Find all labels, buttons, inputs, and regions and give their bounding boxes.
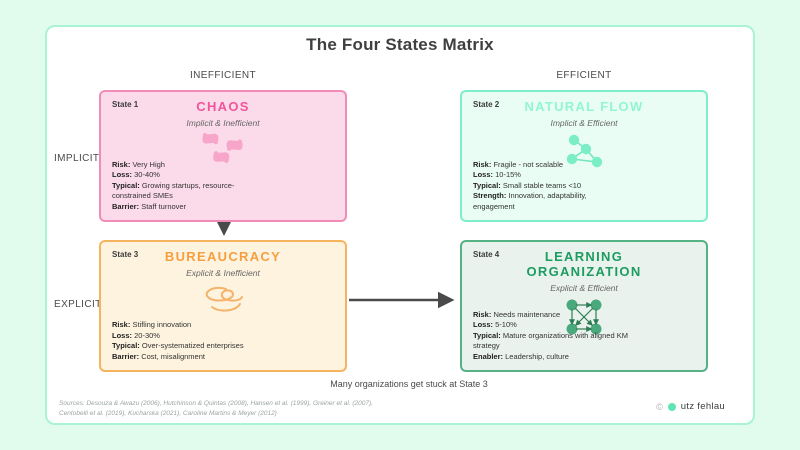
state-2-stats: Risk: Fragile - not scalable Loss: 10-15… bbox=[473, 160, 628, 213]
stat-label: Enabler: bbox=[473, 351, 504, 361]
brand-logo: © utz fehlau bbox=[656, 401, 725, 412]
stat-value: Staff turnover bbox=[141, 201, 187, 211]
state-2-label: State 2 bbox=[473, 100, 500, 109]
stuck-note: Many organizations get stuck at State 3 bbox=[330, 379, 488, 389]
stat-label: Loss: bbox=[112, 170, 133, 179]
stat-line: Barrier: Staff turnover bbox=[112, 202, 267, 213]
stat-line: Loss: 20-30% bbox=[112, 331, 244, 342]
page-title: The Four States Matrix bbox=[306, 35, 494, 54]
stat-line: Typical: Over-systematized enterprises bbox=[112, 341, 244, 352]
sources-line-1: Sources: Desouza & Awazu (2006), Hutchin… bbox=[59, 400, 373, 407]
stat-label: Typical: bbox=[112, 341, 140, 350]
stat-label: Typical: bbox=[473, 180, 501, 190]
stat-value: Stifling innovation bbox=[132, 320, 192, 329]
stat-label: Barrier: bbox=[112, 201, 140, 211]
chaos-blobs-icon bbox=[101, 132, 345, 171]
state-3-stats: Risk: Stifling innovation Loss: 20-30% T… bbox=[112, 320, 244, 362]
state-2-title: NATURAL FLOW bbox=[524, 99, 644, 114]
state-4-subtitle: Explicit & Efficient bbox=[550, 282, 618, 293]
stat-line: Loss: 30-40% bbox=[112, 170, 267, 181]
sources-text: Sources: Desouza & Awazu (2006), Hutchin… bbox=[59, 399, 373, 419]
stat-value: Fragile - not scalable bbox=[493, 159, 564, 169]
connected-square-icon bbox=[462, 297, 706, 342]
state-3-title: BUREAUCRACY bbox=[164, 249, 282, 264]
stat-value: 30-40% bbox=[134, 170, 160, 179]
axis-label-inefficient: INEFFICIENT bbox=[189, 70, 257, 81]
axis-label-implicit: IMPLICIT bbox=[54, 153, 100, 164]
stat-line: Risk: Needs maintenance bbox=[473, 310, 628, 321]
sources-line-2: Centobelli et al. (2019), Kucharska (202… bbox=[59, 410, 277, 418]
state-4-label: State 4 bbox=[473, 250, 500, 259]
stat-line: Loss: 5-10% bbox=[473, 320, 628, 331]
stat-value: 20-30% bbox=[134, 330, 160, 340]
stat-label: Loss: bbox=[473, 320, 494, 329]
stat-line: Risk: Fragile - not scalable bbox=[473, 160, 628, 171]
stat-label: Typical: bbox=[473, 330, 501, 340]
stat-value: 10-15% bbox=[495, 170, 521, 179]
copyright-icon: © bbox=[656, 401, 663, 412]
stat-value: Very High bbox=[132, 159, 165, 169]
state-4-stats: Risk: Needs maintenance Loss: 5-10% Typi… bbox=[473, 310, 628, 363]
state-1-label: State 1 bbox=[112, 100, 139, 109]
stat-label: Risk: bbox=[112, 159, 131, 169]
stat-line: Strength: Innovation, adaptability, enga… bbox=[473, 191, 628, 212]
state-2-card: State 2 NATURAL FLOW Implicit & Efficien… bbox=[460, 90, 708, 222]
stat-value: Leadership, culture bbox=[505, 351, 569, 361]
stat-value: Needs maintenance bbox=[493, 309, 561, 319]
brand-dot-icon bbox=[667, 402, 676, 411]
stat-line: Loss: 10-15% bbox=[473, 170, 628, 181]
network-nodes-icon bbox=[462, 132, 706, 175]
axis-label-efficient: EFFICIENT bbox=[556, 70, 612, 81]
stat-label: Loss: bbox=[112, 330, 133, 340]
state-1-stats: Risk: Very High Loss: 30-40% Typical: Gr… bbox=[112, 160, 267, 213]
stat-line: Typical: Small stable teams <10 bbox=[473, 181, 628, 192]
state-1-subtitle: Implicit & Inefficient bbox=[186, 117, 260, 128]
stat-value: 5-10% bbox=[495, 320, 517, 329]
state-1-title: CHAOS bbox=[196, 99, 250, 114]
stat-value: Innovation, adaptability, engagement bbox=[473, 191, 587, 211]
axis-label-explicit: EXPLICIT bbox=[54, 299, 102, 310]
state-3-label: State 3 bbox=[112, 250, 139, 259]
stat-value: Mature organizations with aligned KM str… bbox=[473, 330, 628, 351]
stat-label: Risk: bbox=[112, 320, 131, 329]
state-4-card: State 4 LEARNING ORGANIZATION Explicit &… bbox=[460, 240, 708, 372]
state-1-card: State 1 CHAOS Implicit & Inefficient Ris… bbox=[99, 90, 347, 222]
stat-line: Barrier: Cost, misalignment bbox=[112, 352, 244, 363]
state-3-card: State 3 BUREAUCRACY Explicit & Inefficie… bbox=[99, 240, 347, 372]
spiral-icon bbox=[101, 286, 345, 319]
stat-line: Risk: Very High bbox=[112, 160, 267, 171]
stat-label: Risk: bbox=[473, 159, 492, 169]
stat-line: Typical: Growing startups, resource-cons… bbox=[112, 181, 267, 202]
stat-label: Barrier: bbox=[112, 351, 140, 361]
stat-line: Enabler: Leadership, culture bbox=[473, 352, 628, 363]
stat-label: Typical: bbox=[112, 180, 140, 190]
stat-value: Cost, misalignment bbox=[141, 351, 205, 361]
matrix-panel: The Four States Matrix INEFFICIENT EFFIC… bbox=[45, 25, 755, 425]
state-4-title: LEARNING ORGANIZATION bbox=[526, 249, 642, 279]
stat-label: Loss: bbox=[473, 170, 494, 179]
stat-value: Over-systematized enterprises bbox=[141, 341, 244, 350]
brand-name: utz fehlau bbox=[680, 401, 725, 412]
stat-label: Risk: bbox=[473, 309, 492, 319]
stat-line: Risk: Stifling innovation bbox=[112, 320, 244, 331]
stat-value: Small stable teams <10 bbox=[502, 180, 582, 190]
state-2-subtitle: Implicit & Efficient bbox=[550, 117, 618, 128]
stat-value: Growing startups, resource-constrained S… bbox=[112, 180, 235, 201]
state-3-subtitle: Explicit & Inefficient bbox=[186, 267, 260, 278]
stat-line: Typical: Mature organizations with align… bbox=[473, 331, 628, 352]
stat-label: Strength: bbox=[473, 191, 507, 200]
